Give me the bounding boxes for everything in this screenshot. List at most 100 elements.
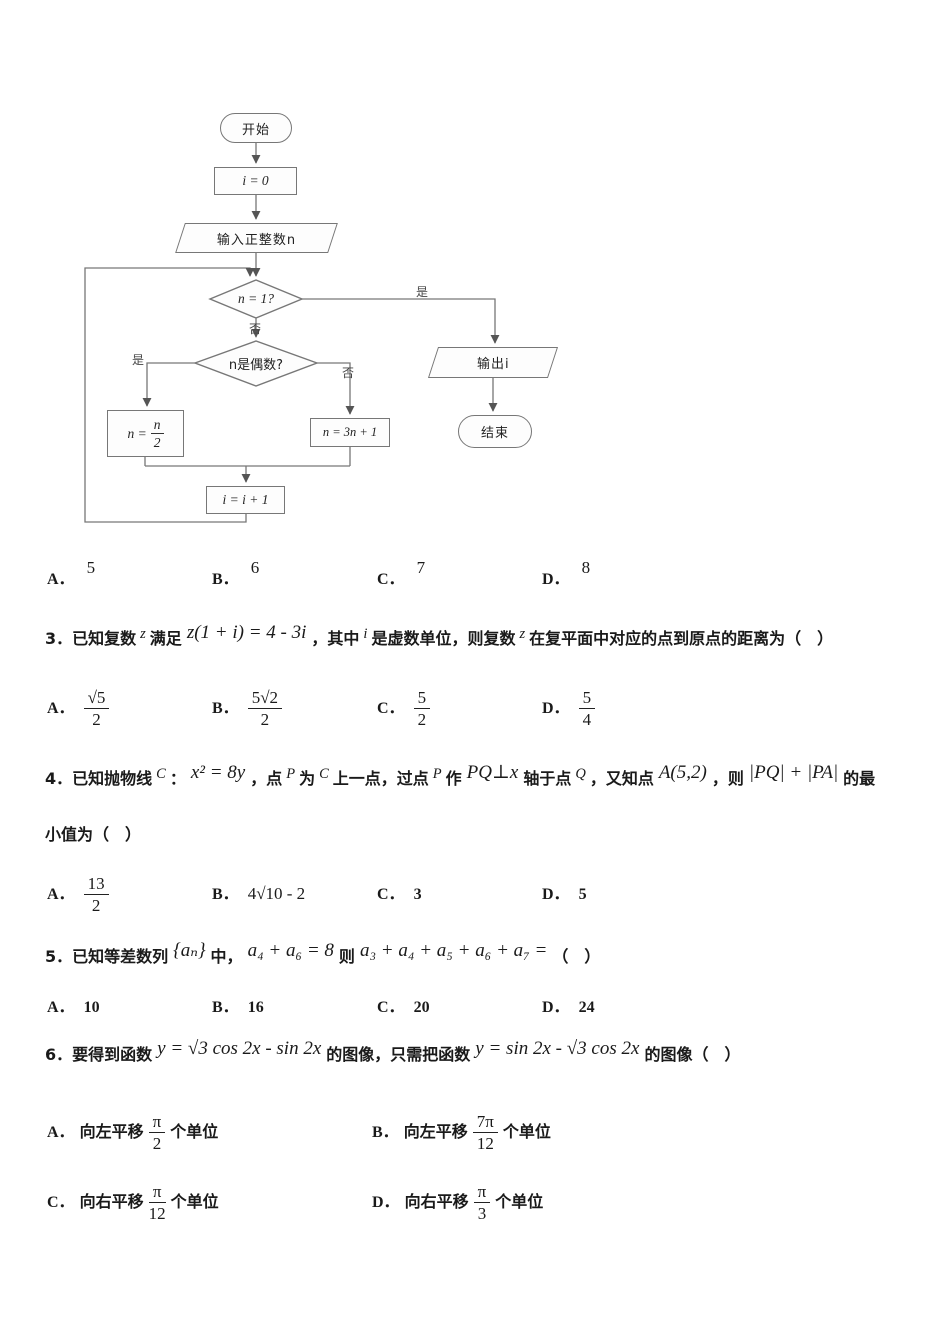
text-segment: 为: [299, 769, 316, 788]
math-expression: a₄ + a₆ = 8: [247, 940, 334, 961]
option-text: 个单位: [170, 1122, 219, 1142]
option-value: 6: [250, 558, 260, 577]
text-segment: 则: [338, 947, 355, 966]
math-expression: |PQ| + |PA|: [748, 762, 839, 783]
option-label: C．: [377, 700, 405, 718]
math-var: P: [286, 766, 296, 782]
flowchart-triple-node: n = 3n + 1: [310, 418, 390, 447]
math-var: C: [156, 766, 166, 782]
triple-label: n = 3n + 1: [322, 425, 378, 439]
flowchart-connectors: [84, 143, 500, 523]
text-segment: ，其中: [311, 629, 360, 648]
question-2-option-a: A．5: [47, 558, 95, 593]
text-segment: 的图像，只需把函数: [326, 1045, 471, 1064]
math-expression: A(5,2): [658, 762, 707, 783]
question-4-option-c: C．3: [377, 881, 422, 908]
option-label: B．: [212, 886, 239, 903]
fraction-denominator: 12: [472, 1132, 498, 1153]
text-segment: 是虚数单位，则复数: [371, 629, 516, 648]
text-segment: ：: [169, 769, 186, 788]
math-expression: PQ⊥x: [466, 762, 519, 783]
text-segment: 6．要得到函数: [45, 1045, 153, 1064]
question-2-option-b: B． 6: [212, 558, 259, 593]
math-var: i: [363, 626, 368, 642]
option-label: D．: [542, 999, 570, 1016]
fraction-denominator: 12: [148, 1202, 166, 1224]
fraction-denominator: 2: [83, 708, 110, 729]
end-label: 结束: [480, 426, 509, 441]
option-value: 8: [581, 558, 591, 577]
option-value: 5: [578, 886, 587, 903]
option-value: 7: [416, 558, 426, 577]
question-2-option-d: D．8: [542, 558, 590, 593]
branch-label-yes-1: 是: [416, 285, 429, 299]
text-segment: 的最: [843, 769, 876, 788]
option-text: 个单位: [502, 1122, 551, 1142]
init-label: i = 0: [242, 173, 269, 188]
option-label: B．: [212, 571, 239, 588]
halve-lhs: n =: [127, 425, 147, 441]
fraction-numerator: n: [153, 416, 161, 432]
option-text: 向右平移: [79, 1192, 144, 1212]
fraction-denominator: 2: [247, 708, 283, 729]
question-5-option-b: B． 16: [212, 994, 264, 1021]
question-5-option-d: D． 24: [542, 994, 595, 1021]
decision2-text: n是偶数?: [228, 357, 284, 373]
text-segment: 在复平面中对应的点到原点的距离为（ ）: [529, 629, 834, 648]
flowchart-increment-node: i = i + 1: [206, 486, 285, 514]
math-expression: {aₙ}: [173, 940, 206, 961]
option-value: 20: [413, 999, 430, 1016]
option-label: C．: [47, 1194, 75, 1212]
math-var: z: [140, 626, 146, 642]
flowchart-start-node: 开始: [220, 113, 292, 143]
text-segment: 中，: [210, 947, 243, 966]
text-segment: ，则: [711, 769, 744, 788]
question-2-option-c: C．7: [377, 558, 425, 593]
option-value: 16: [247, 999, 264, 1016]
text-segment: 5．已知等差数列: [45, 947, 169, 966]
math-expression: a₃ + a₄ + a₅ + a₆ + a₇ =: [359, 940, 548, 961]
math-var: z: [519, 626, 526, 642]
flowchart-init-node: i = 0: [214, 167, 297, 195]
option-value: 3: [413, 886, 422, 903]
branch-label-yes-2: 是: [132, 353, 145, 367]
branch-label-no-1: 否: [249, 322, 262, 336]
text-segment: 的图像（ ）: [644, 1045, 741, 1064]
option-label: B．: [212, 999, 239, 1016]
decision-n-even: [192, 340, 320, 387]
fraction-denominator: 2: [150, 433, 164, 450]
text-segment: ，又知点: [589, 769, 654, 788]
option-label: A．: [47, 999, 75, 1016]
fraction-numerator: 5: [582, 688, 592, 707]
option-label: C．: [377, 999, 405, 1016]
option-value: 24: [578, 999, 595, 1016]
fraction-numerator: π: [152, 1112, 162, 1131]
fraction-denominator: 2: [413, 708, 431, 729]
text-segment: 轴于点: [523, 769, 572, 788]
option-label: A．: [47, 571, 75, 588]
option-label: B．: [372, 1124, 399, 1142]
text-segment: ，点: [250, 769, 283, 788]
option-label: A．: [47, 700, 75, 718]
option-label: D．: [542, 886, 570, 903]
decision1-text: n = 1?: [237, 291, 275, 306]
flowchart-end-node: 结束: [458, 415, 532, 448]
option-text: 向右平移: [404, 1192, 469, 1212]
fraction-numerator: √5: [87, 688, 106, 707]
option-label: A．: [47, 886, 75, 904]
